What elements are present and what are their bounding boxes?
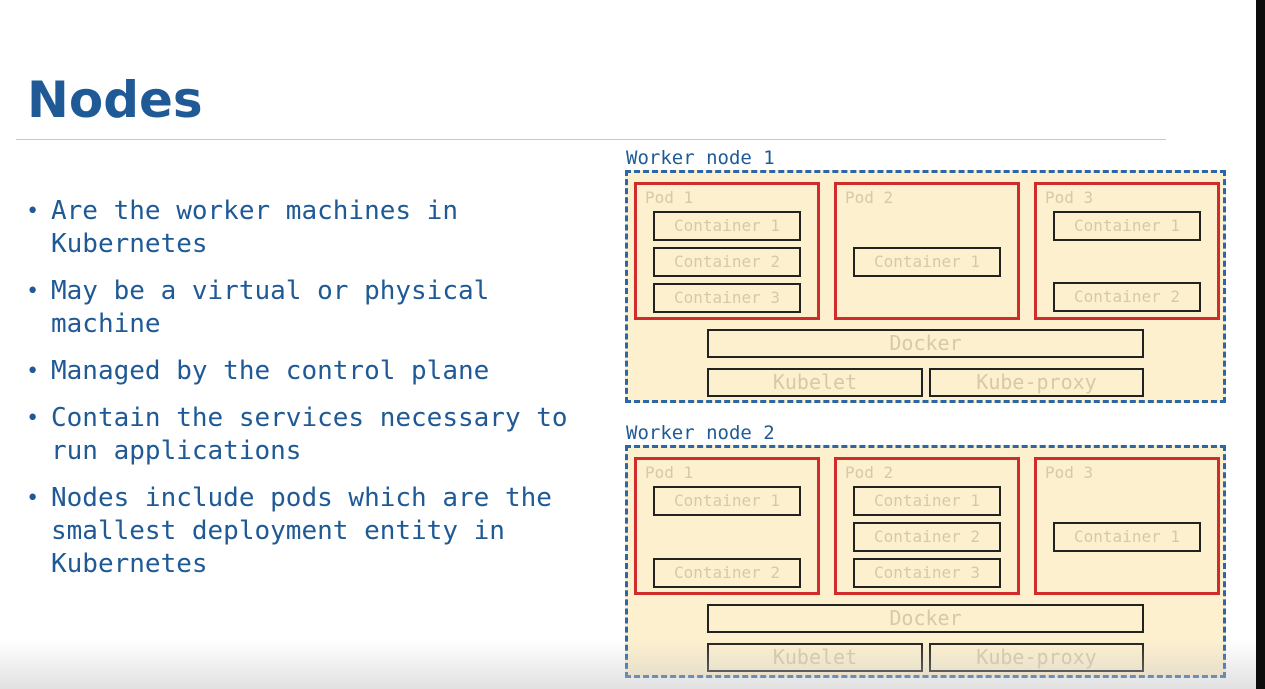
bullet-text: May be a virtual or physical machine [51, 276, 490, 339]
bullet-item: • Are the worker machines in Kubernetes [22, 195, 597, 261]
bullet-item: • Nodes include pods which are the smalle… [22, 482, 597, 581]
window-edge [1256, 0, 1265, 689]
worker-node-2-label: Worker node 2 [626, 422, 775, 444]
pod: Pod 2 Container 1 [834, 182, 1020, 320]
worker-node-1-label: Worker node 1 [626, 147, 775, 169]
bullet-text: Nodes include pods which are the smalles… [51, 483, 552, 579]
pod: Pod 3 Container 1 Container 2 [1034, 182, 1220, 320]
pod-label: Pod 1 [645, 188, 694, 207]
pod: Pod 3 Container 1 [1034, 457, 1220, 595]
bullet-text: Managed by the control plane [51, 356, 490, 386]
kubelet: Kubelet [707, 643, 923, 672]
pod-label: Pod 3 [1045, 188, 1094, 207]
bullet-item: • May be a virtual or physical machine [22, 275, 597, 341]
container: Container 2 [853, 522, 1001, 552]
bullet-dot-icon: • [26, 406, 40, 431]
worker-node-1: Pod 1 Container 1 Container 2 Container … [625, 170, 1226, 403]
kube-proxy: Kube-proxy [929, 643, 1144, 672]
container: Container 2 [1053, 282, 1201, 312]
slide-title: Nodes [27, 71, 203, 129]
kube-proxy: Kube-proxy [929, 368, 1144, 397]
bullet-list: • Are the worker machines in Kubernetes •… [22, 195, 597, 595]
container: Container 1 [653, 486, 801, 516]
pod-label: Pod 2 [845, 188, 894, 207]
pod-label: Pod 1 [645, 463, 694, 482]
pod-label: Pod 3 [1045, 463, 1094, 482]
bullet-item: • Contain the services necessary to run a… [22, 402, 597, 468]
container: Container 1 [1053, 522, 1201, 552]
container: Container 1 [853, 247, 1001, 277]
pod-label: Pod 2 [845, 463, 894, 482]
docker-runtime: Docker [707, 604, 1144, 633]
docker-runtime: Docker [707, 329, 1144, 358]
container: Container 1 [853, 486, 1001, 516]
worker-node-2: Pod 1 Container 1 Container 2 Pod 2 Cont… [625, 445, 1226, 678]
bullet-item: • Managed by the control plane [22, 355, 597, 388]
container: Container 2 [653, 247, 801, 277]
kubelet: Kubelet [707, 368, 923, 397]
container: Container 2 [653, 558, 801, 588]
pod: Pod 1 Container 1 Container 2 Container … [634, 182, 820, 320]
bullet-dot-icon: • [26, 279, 40, 304]
container: Container 3 [653, 283, 801, 313]
bullet-dot-icon: • [26, 199, 40, 224]
container: Container 1 [653, 211, 801, 241]
bullet-text: Are the worker machines in Kubernetes [51, 196, 458, 259]
bullet-text: Contain the services necessary to run ap… [51, 403, 568, 466]
container: Container 3 [853, 558, 1001, 588]
pod: Pod 1 Container 1 Container 2 [634, 457, 820, 595]
bullet-dot-icon: • [26, 486, 40, 511]
pod: Pod 2 Container 1 Container 2 Container … [834, 457, 1020, 595]
title-divider [16, 139, 1166, 140]
container: Container 1 [1053, 211, 1201, 241]
bullet-dot-icon: • [26, 359, 40, 384]
